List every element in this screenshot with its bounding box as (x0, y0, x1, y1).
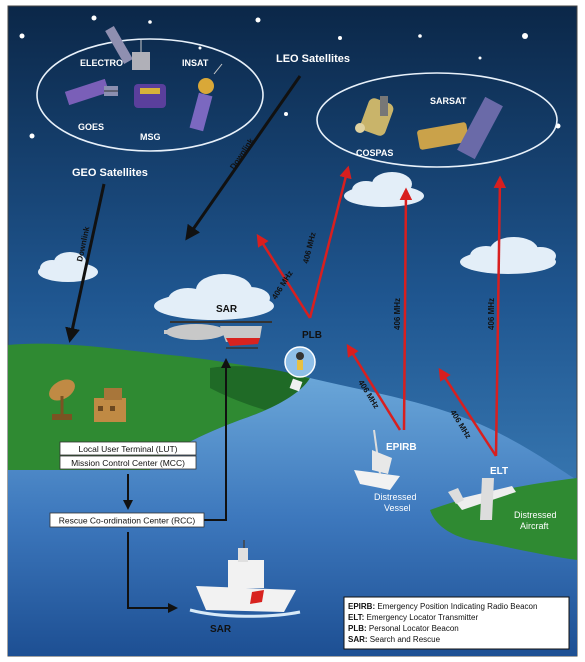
msg-satellite-icon (134, 84, 166, 108)
legend: EPIRB: Emergency Position Indicating Rad… (344, 597, 569, 649)
geo-satellites-title: GEO Satellites (72, 167, 148, 179)
sar-cutter-label: SAR (210, 624, 232, 635)
legend-item-elt: ELT: Emergency Locator Transmitter (348, 613, 478, 622)
epirb-leo-freq-label: 406 MHz (393, 298, 402, 330)
elt-label: ELT (490, 466, 508, 477)
elt-leo-freq-label: 406 MHz (487, 298, 496, 330)
legend-item-epirb: EPIRB: Emergency Position Indicating Rad… (348, 602, 537, 611)
sarsat-label: SARSAT (430, 96, 467, 106)
goes-label: GOES (78, 122, 104, 132)
electro-label: ELECTRO (80, 58, 123, 68)
lut-text: Local User Terminal (LUT) (78, 444, 177, 454)
distressed-vessel-label-1: Distressed (374, 492, 417, 502)
insat-label: INSAT (182, 58, 209, 68)
epirb-label: EPIRB (386, 442, 417, 453)
msg-label: MSG (140, 132, 161, 142)
distressed-aircraft-label-2: Aircraft (520, 521, 549, 531)
plb-label: PLB (302, 330, 322, 341)
distressed-aircraft-label-1: Distressed (514, 510, 557, 520)
rcc-text: Rescue Co-ordination Center (RCC) (59, 516, 196, 526)
leo-satellites-title: LEO Satellites (276, 53, 350, 65)
legend-item-plb: PLB: Personal Locator Beacon (348, 624, 459, 633)
distressed-vessel-label-2: Vessel (384, 503, 411, 513)
mcc-text: Mission Control Center (MCC) (71, 458, 185, 468)
sar-helicopter-label: SAR (216, 304, 238, 315)
cospas-label: COSPAS (356, 148, 393, 158)
legend-item-sar: SAR: Search and Rescue (348, 635, 441, 644)
